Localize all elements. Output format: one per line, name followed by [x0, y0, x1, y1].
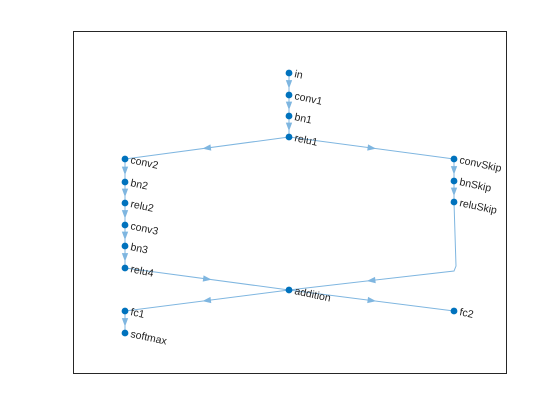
node-label: conv2 — [129, 154, 159, 172]
node-bn2: bn2 — [121, 177, 149, 193]
edge-relu2-to-conv3 — [121, 203, 129, 225]
edge-arrowhead — [285, 122, 293, 132]
edge-fc1-to-softmax — [121, 311, 129, 333]
node-label: conv3 — [129, 220, 159, 238]
edge-bn2-to-relu2 — [121, 182, 129, 203]
edge-bn3-to-relu4 — [121, 246, 129, 268]
edge-arrowhead — [367, 296, 377, 304]
edge-arrowhead — [285, 80, 293, 89]
edge-in-to-conv1 — [285, 73, 293, 95]
edge-arrowhead — [121, 210, 129, 219]
edge-bn1-to-relu1 — [285, 116, 293, 137]
node-marker — [450, 155, 458, 163]
node-marker — [121, 329, 129, 337]
edge-arrowhead — [202, 144, 212, 151]
edge-addition-to-fc2 — [288, 289, 455, 312]
node-conv2: conv2 — [121, 154, 159, 172]
node-label: conv1 — [293, 90, 323, 108]
node-fc1: fc1 — [121, 306, 146, 321]
node-conv1: conv1 — [285, 90, 323, 108]
edge-reluSkip-to-addition — [288, 201, 457, 291]
node-label: relu1 — [293, 132, 318, 149]
edge-arrowhead — [450, 187, 458, 197]
node-label: in — [293, 68, 304, 81]
edge-convSkip-to-bnSkip — [450, 159, 458, 181]
edge-arrowhead — [121, 188, 129, 198]
node-relu1: relu1 — [285, 132, 319, 149]
node-marker — [285, 91, 293, 99]
node-label: relu4 — [129, 263, 154, 280]
edge-arrowhead — [121, 166, 129, 176]
node-marker — [285, 133, 293, 141]
node-relu2: relu2 — [121, 198, 155, 215]
node-marker — [450, 198, 458, 206]
node-marker — [121, 221, 129, 229]
node-in: in — [285, 68, 304, 82]
edge-arrowhead — [202, 275, 212, 282]
node-marker — [285, 112, 293, 120]
node-fc2: fc2 — [450, 306, 475, 321]
node-relu4: relu4 — [121, 263, 155, 280]
node-bn3: bn3 — [121, 241, 149, 257]
node-marker — [121, 264, 129, 272]
node-marker — [121, 307, 129, 315]
node-marker — [450, 177, 458, 185]
edge-conv1-to-bn1 — [285, 95, 293, 116]
edge-arrowhead — [366, 276, 376, 284]
axes-box — [73, 31, 507, 374]
edge-conv2-to-bn2 — [121, 159, 129, 182]
edge-arrowhead — [367, 144, 377, 151]
node-marker — [121, 178, 129, 186]
edge-arrowhead — [285, 101, 293, 111]
edge-addition-to-fc1 — [124, 289, 290, 312]
node-label: fc1 — [129, 306, 145, 321]
node-label: bn3 — [129, 241, 149, 256]
edge-bnSkip-to-reluSkip — [450, 181, 458, 202]
node-conv3: conv3 — [121, 220, 159, 238]
node-marker — [121, 199, 129, 207]
node-marker — [285, 69, 293, 77]
edge-relu1-to-conv2 — [124, 136, 290, 160]
edge-arrowhead — [450, 166, 458, 175]
node-label: fc2 — [458, 306, 474, 321]
edge-relu1-to-convSkip — [288, 136, 455, 160]
node-label: relu2 — [129, 198, 154, 215]
node-bn1: bn1 — [285, 111, 313, 127]
edge-arrowhead — [202, 296, 212, 304]
node-marker — [450, 307, 458, 315]
node-label: bn1 — [293, 111, 313, 126]
edge-arrowhead — [121, 253, 129, 262]
edge-conv3-to-bn3 — [121, 225, 129, 246]
node-marker — [285, 286, 293, 294]
node-marker — [121, 242, 129, 250]
node-label: bn2 — [129, 177, 149, 192]
edge-arrowhead — [121, 318, 129, 327]
edges-layer — [121, 73, 458, 333]
edge-relu4-to-addition — [124, 267, 290, 291]
edge-arrowhead — [121, 231, 129, 241]
node-marker — [121, 155, 129, 163]
